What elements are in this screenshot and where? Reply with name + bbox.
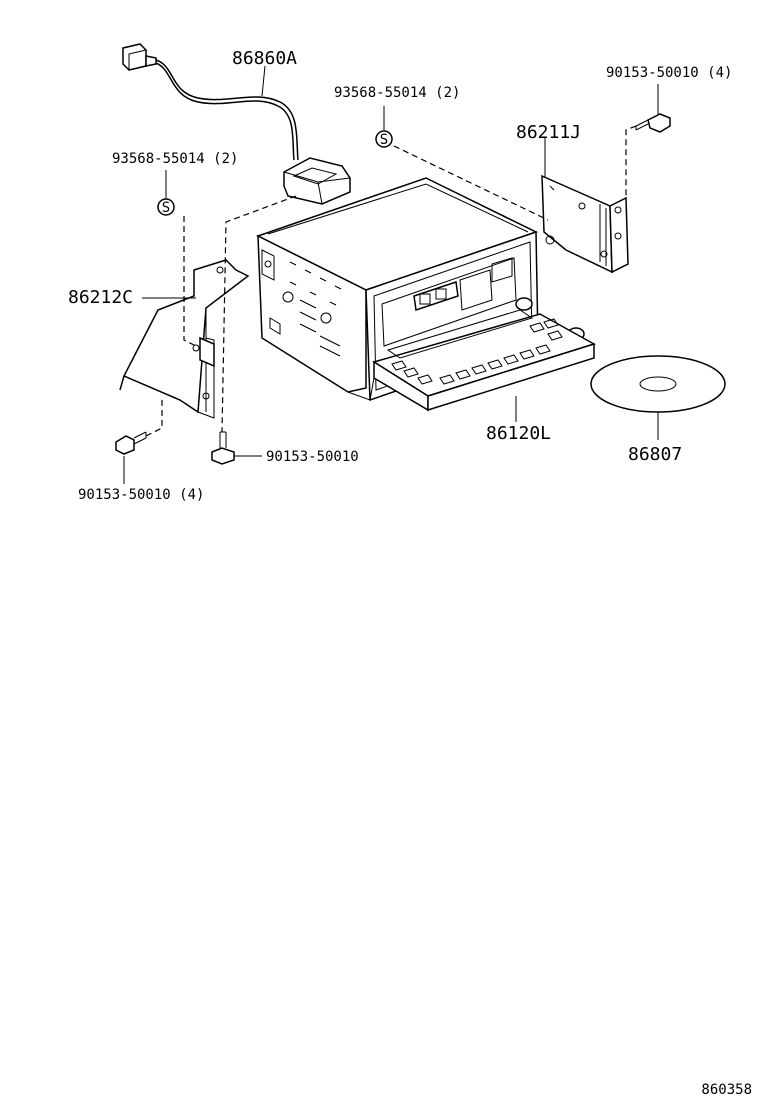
label-90153-bottom-left: 90153-50010 (4)	[78, 487, 204, 503]
antenna-module	[283, 157, 351, 205]
label-86120l: 86120L	[486, 423, 551, 444]
label-86860a: 86860A	[232, 48, 297, 69]
assembly-lines	[145, 125, 637, 437]
antenna-plug	[122, 43, 147, 71]
disc	[590, 355, 726, 413]
label-93568-left: 93568-55014 (2)	[112, 151, 238, 167]
right-bracket	[541, 174, 629, 274]
screw-top-right-drawing	[635, 108, 671, 133]
screw-center-drawing	[211, 431, 235, 465]
faceplate-buttons	[391, 318, 563, 385]
unit-side-face	[257, 234, 367, 393]
label-86211j: 86211J	[516, 122, 581, 143]
antenna-cable	[155, 59, 299, 161]
clip-left-symbol: S	[157, 198, 175, 216]
diagram-code: 860358	[701, 1082, 752, 1098]
clip-top-letter: S	[380, 132, 388, 148]
navigation-unit	[256, 177, 596, 412]
left-bracket	[119, 259, 250, 419]
label-86212c: 86212C	[68, 287, 133, 308]
label-90153-top-right: 90153-50010 (4)	[606, 65, 732, 81]
clip-left-letter: S	[162, 200, 170, 216]
leader-lines	[123, 65, 659, 484]
label-93568-top: 93568-55014 (2)	[334, 85, 460, 101]
antenna-cable-assembly	[122, 43, 351, 205]
clip-top-symbol: S	[375, 130, 393, 148]
label-86807: 86807	[628, 444, 682, 465]
label-90153-center: 90153-50010	[266, 449, 359, 465]
screw-bottom-left-drawing	[115, 431, 147, 455]
